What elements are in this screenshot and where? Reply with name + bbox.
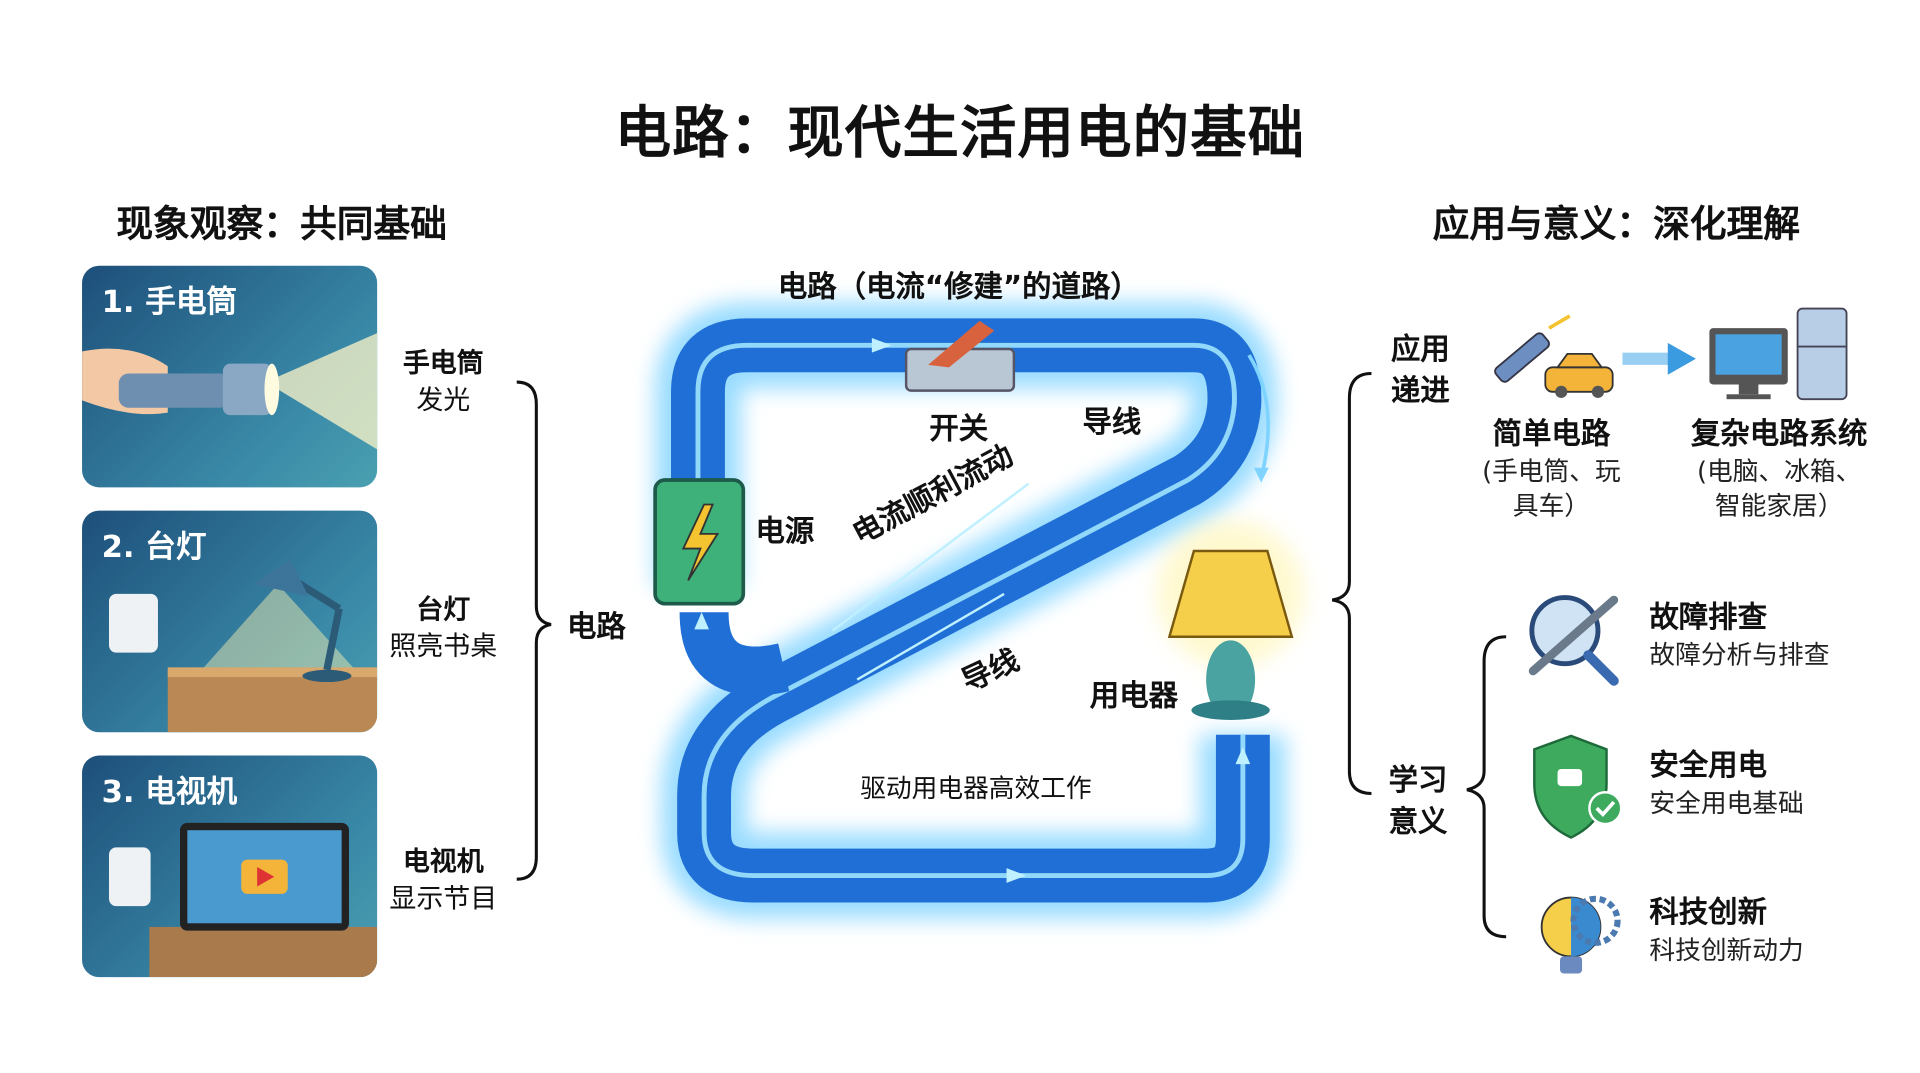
safety-shield-icon [1533,734,1623,839]
circuit-group-label: 电路 [566,609,626,645]
right-brace [1331,371,1372,796]
appliance-label: 用电器 [1089,678,1178,713]
item-desc: 故障分析与排查 [1649,640,1830,670]
label-line: 意义 [1388,804,1448,839]
complex-circuit-title: 复杂电路系统 [1691,416,1868,451]
circuit-subtitle: 电路（电流“修建”的道路） [777,269,1140,304]
card-tv: 3. 电视机 [82,755,378,978]
flow-arrow-icon [694,612,709,630]
toy-car-icon [1544,352,1614,398]
caption-title: 台灯 [416,595,471,626]
card-label: 2. 台灯 [101,528,207,565]
card-label: 3. 电视机 [101,773,238,810]
simple-circuit-desc: 具车） [1512,491,1591,521]
arrow-right-icon [1622,342,1696,375]
power-source-icon [653,478,746,606]
item-title: 故障排查 [1649,600,1767,635]
flow-arrow-icon [871,337,892,353]
simple-circuit-desc: (手电筒、玩 [1482,456,1621,487]
caption-desc: 显示节目 [389,884,498,915]
left-heading: 现象观察：共同基础 [116,203,447,247]
computer-icon [1709,328,1788,400]
flashlight-illustration [82,333,378,450]
flashlight-icon [1494,314,1571,383]
caption-title: 电视机 [402,847,484,878]
flow-arrow-icon [1006,868,1027,883]
fridge-icon [1796,307,1848,401]
caption-title: 手电筒 [402,348,484,380]
label-line: 应用 [1391,331,1450,367]
circuit-track [655,302,1286,919]
drive-label: 驱动用电器高效工作 [860,773,1092,804]
wire-label-top: 导线 [1082,405,1142,440]
complex-circuit: 复杂电路系统 (电脑、冰箱、 智能家居） [1691,413,1867,523]
troubleshooting-icon [1528,595,1619,686]
item-desc: 安全用电基础 [1649,788,1804,818]
tv-caption: 电视机 显示节目 [389,845,497,918]
complex-circuit-desc: 智能家居） [1714,491,1844,521]
flow-arrow-icon [1235,746,1251,765]
lamp-icon [1157,520,1305,721]
card-label: 1. 手电筒 [101,284,238,320]
simple-circuit-title: 简单电路 [1492,416,1611,451]
significance-item-innovation: 科技创新 科技创新动力 [1649,891,1803,967]
innovation-bulb-icon [1540,895,1621,974]
label-line: 递进 [1391,373,1450,408]
item-desc: 科技创新动力 [1649,935,1804,965]
caption-desc: 照亮书桌 [389,631,498,663]
flashlight-caption: 手电筒 发光 [403,347,484,420]
power-label: 电源 [755,514,815,549]
simple-circuit: 简单电路 (手电筒、玩 具车） [1482,413,1621,523]
progression-label: 应用 递进 [1391,328,1450,411]
right-heading: 应用与意义：深化理解 [1432,203,1801,247]
significance-item-troubleshooting: 故障排查 故障分析与排查 [1649,596,1829,672]
left-brace [516,380,552,881]
switch-label: 开关 [929,411,989,446]
caption-desc: 发光 [416,385,471,417]
item-title: 科技创新 [1649,895,1767,930]
tv-illustration [108,822,378,978]
switch-icon [904,320,1016,392]
significance-label: 学习 意义 [1389,759,1448,842]
significance-item-safety: 安全用电 安全用电基础 [1649,744,1803,820]
card-flashlight: 1. 手电筒 [82,265,378,488]
item-title: 安全用电 [1649,748,1767,783]
significance-brace [1466,635,1507,939]
label-line: 学习 [1388,762,1448,798]
complex-circuit-desc: (电脑、冰箱、 [1697,456,1862,487]
lamp-caption: 台灯 照亮书桌 [389,593,497,666]
page-title: 电路：现代生活用电的基础 [614,99,1306,166]
desk-lamp-illustration [108,559,378,733]
card-desk-lamp: 2. 台灯 [82,510,378,733]
